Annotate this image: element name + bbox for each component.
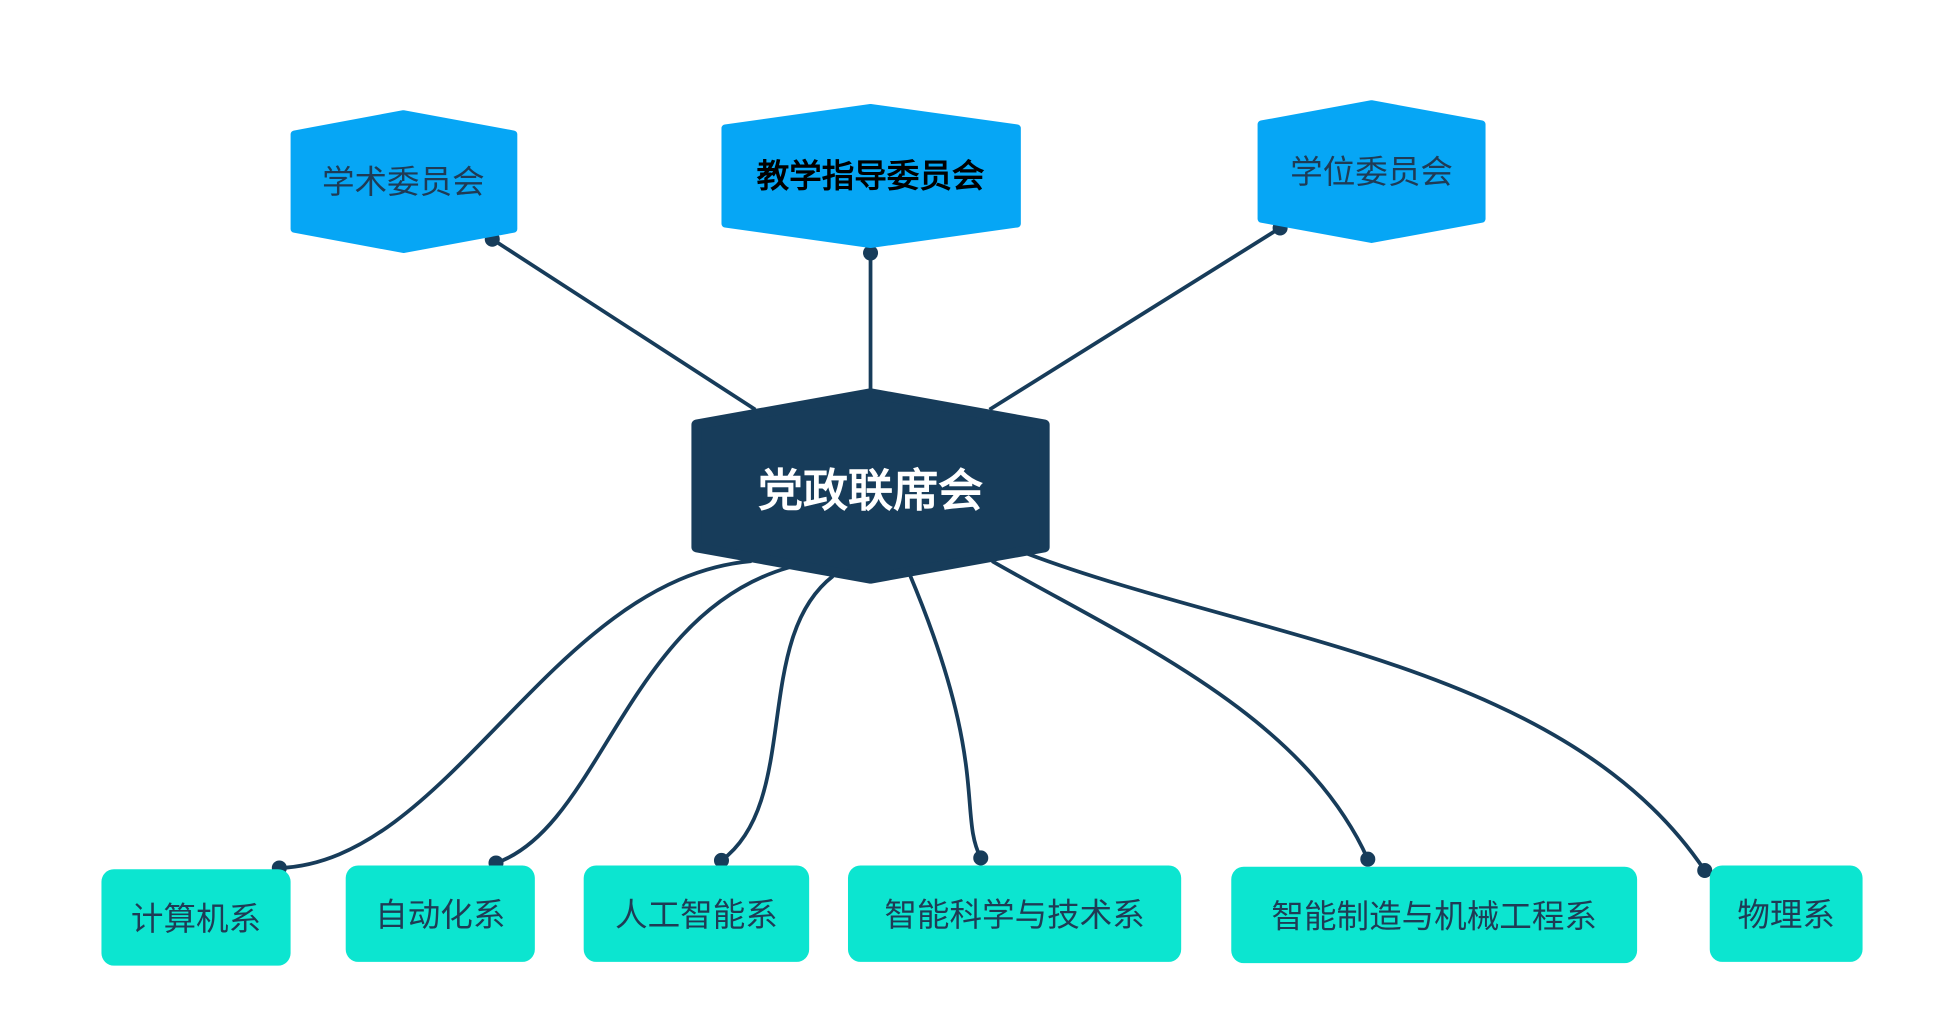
committee-nodes: 学术委员会 教学指导委员会 学位委员会 bbox=[290, 100, 1486, 253]
connector-dot bbox=[1360, 851, 1376, 867]
center-node[interactable]: 党政联席会 bbox=[691, 388, 1050, 584]
department-node-label: 计算机系 bbox=[131, 900, 261, 938]
department-node-shape bbox=[1709, 865, 1863, 962]
department-node[interactable]: 自动化系 bbox=[345, 865, 535, 962]
connector-line bbox=[495, 565, 790, 865]
department-node[interactable]: 人工智能系 bbox=[583, 865, 810, 962]
connector-line bbox=[279, 559, 752, 870]
committee-node[interactable]: 教学指导委员会 bbox=[721, 103, 1021, 248]
connector-line bbox=[907, 572, 983, 859]
connectors bbox=[271, 220, 1713, 878]
department-nodes: 计算机系 自动化系 人工智能系 智能科学与技术系 智能制造与机械工程系 物理系 bbox=[101, 865, 1863, 966]
connector-line bbox=[1026, 551, 1707, 872]
department-node-shape bbox=[101, 869, 291, 966]
connector-dot bbox=[1697, 862, 1713, 878]
department-node-label: 智能科学与技术系 bbox=[884, 896, 1144, 934]
connector-dot bbox=[973, 850, 989, 866]
department-node[interactable]: 智能制造与机械工程系 bbox=[1231, 866, 1638, 964]
department-node-shape bbox=[1231, 866, 1638, 964]
committee-node-shape bbox=[1257, 100, 1486, 243]
department-node-shape bbox=[345, 865, 535, 962]
department-node-shape bbox=[847, 865, 1182, 962]
committee-node-label: 学术委员会 bbox=[322, 163, 485, 201]
center-node-shape bbox=[691, 388, 1050, 584]
committee-node-shape bbox=[721, 103, 1021, 248]
department-node-label: 自动化系 bbox=[375, 896, 505, 934]
department-node-shape bbox=[583, 865, 810, 962]
department-node[interactable]: 计算机系 bbox=[101, 869, 291, 966]
committee-node-label: 教学指导委员会 bbox=[757, 157, 985, 195]
connector-dot bbox=[863, 245, 879, 261]
connector-line bbox=[491, 237, 757, 412]
department-node[interactable]: 智能科学与技术系 bbox=[847, 865, 1182, 962]
connector-line bbox=[988, 226, 1282, 412]
department-node-label: 人工智能系 bbox=[615, 896, 778, 934]
connector-dot bbox=[713, 852, 729, 868]
connector-line bbox=[720, 574, 835, 862]
department-node[interactable]: 物理系 bbox=[1709, 865, 1863, 962]
connector-line bbox=[991, 559, 1370, 860]
center-node-label: 党政联席会 bbox=[758, 464, 983, 517]
committee-node[interactable]: 学位委员会 bbox=[1257, 100, 1486, 243]
committee-node-shape bbox=[290, 110, 518, 253]
committee-node[interactable]: 学术委员会 bbox=[290, 110, 518, 253]
department-node-label: 智能制造与机械工程系 bbox=[1271, 897, 1596, 935]
department-node-label: 物理系 bbox=[1737, 896, 1835, 934]
committee-node-label: 学位委员会 bbox=[1290, 153, 1453, 191]
